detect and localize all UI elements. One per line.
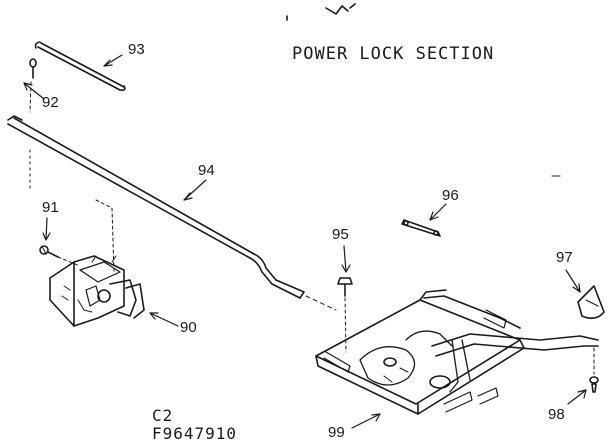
dashed-line-92 xyxy=(29,81,32,113)
part-91-screw xyxy=(39,245,59,258)
part-97-cap xyxy=(577,285,605,320)
callout-98: 98 xyxy=(548,406,565,423)
part-94-long-rod xyxy=(7,115,305,299)
diagram-code-number: F9647910 xyxy=(152,424,238,443)
callout-96: 96 xyxy=(442,187,459,204)
part-90-switch-assembly xyxy=(49,255,145,327)
part-92-pin xyxy=(29,58,37,79)
leader-96 xyxy=(429,203,447,221)
callout-99: 99 xyxy=(328,424,345,441)
dashed-line-94 xyxy=(305,295,337,311)
diagram-code-c2: C2 xyxy=(152,406,174,425)
dashed-line-95 xyxy=(344,297,347,353)
part-93-rod xyxy=(34,41,126,91)
leader-91 xyxy=(42,217,51,241)
callout-92: 92 xyxy=(42,94,59,111)
leader-99 xyxy=(351,413,381,429)
callout-91: 91 xyxy=(42,199,59,216)
callout-94: 94 xyxy=(198,162,215,179)
leader-92 xyxy=(23,82,45,100)
leader-90 xyxy=(149,312,179,327)
part-95-screw xyxy=(337,277,353,297)
leader-94 xyxy=(183,179,207,201)
part-99-base-plate xyxy=(315,289,599,415)
part-98-screw xyxy=(589,376,599,393)
callout-97: 97 xyxy=(556,249,573,266)
dashed-line-91 xyxy=(57,256,81,267)
top-mark-glyph xyxy=(286,3,356,21)
part-96-clip xyxy=(401,219,441,237)
dashed-line-bracket xyxy=(95,199,115,273)
leader-97 xyxy=(565,269,581,293)
callout-90: 90 xyxy=(180,319,197,336)
leader-95 xyxy=(341,245,351,273)
leader-98 xyxy=(567,389,587,405)
callout-93: 93 xyxy=(128,41,145,58)
diagram-title: POWER LOCK SECTION xyxy=(292,44,495,64)
leader-93 xyxy=(103,54,123,67)
callout-95: 95 xyxy=(332,226,349,243)
